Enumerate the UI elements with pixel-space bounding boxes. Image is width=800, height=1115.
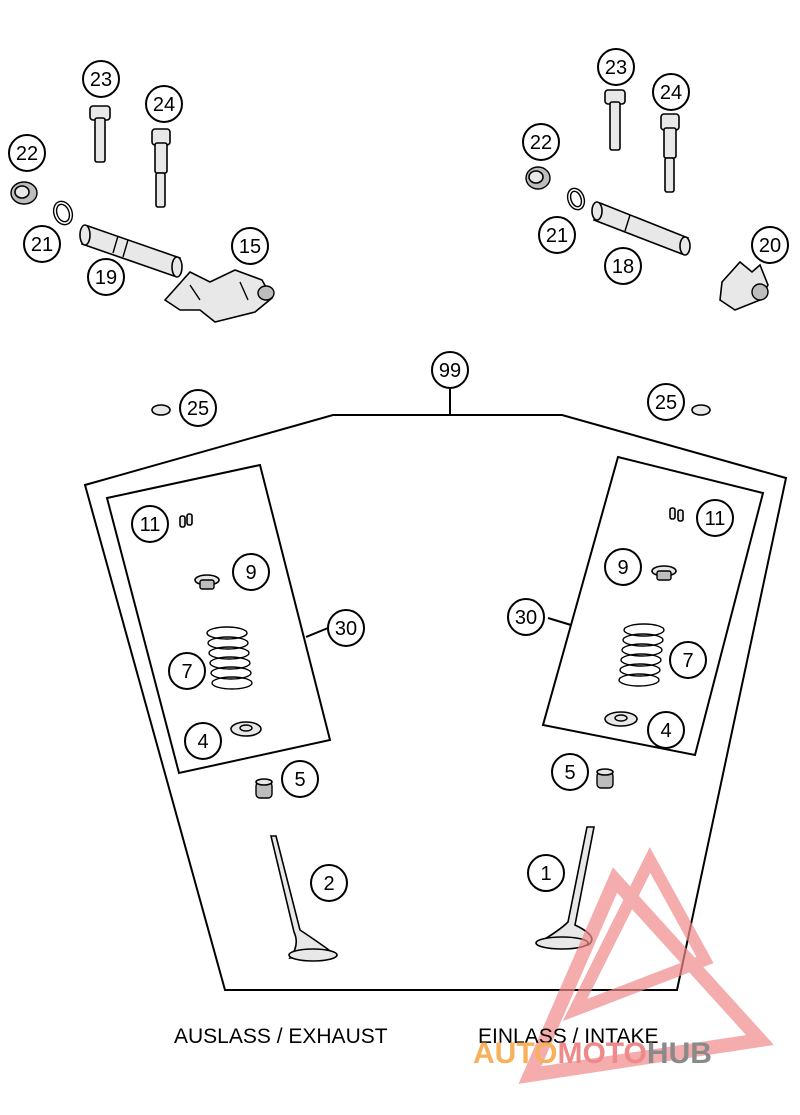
callout-c7b: 7 (669, 641, 707, 679)
kit-30-intake-box (541, 455, 765, 757)
callout-number: 2 (323, 873, 334, 895)
spring-retainer-9-intake (651, 565, 677, 581)
bolt-24-exhaust (151, 128, 171, 208)
bolt-23-exhaust (89, 105, 111, 163)
callout-number: 19 (95, 267, 117, 289)
callout-number: 24 (660, 82, 682, 104)
callout-c9b: 9 (604, 548, 642, 586)
callout-c15: 15 (231, 227, 269, 265)
callout-c21a: 21 (23, 225, 61, 263)
callout-number: 20 (759, 235, 781, 257)
valve-spring-7-intake (618, 623, 665, 687)
callout-c5b: 5 (551, 753, 589, 791)
watermark-text: AUTOMOTOHUB (473, 1037, 712, 1070)
callout-c19: 19 (87, 258, 125, 296)
rocker-shaft-19-exhaust (79, 224, 183, 278)
kit-99-outline (83, 385, 788, 991)
callout-number: 9 (245, 562, 256, 584)
callout-c25b: 25 (647, 383, 685, 421)
bolt-24-intake (660, 113, 680, 193)
rocker-arm-15-exhaust (163, 269, 275, 323)
watermark-logo (518, 847, 774, 1084)
callout-number: 99 (439, 360, 461, 382)
callout-c2: 2 (310, 864, 348, 902)
callout-number: 4 (197, 731, 208, 753)
caption-exhaust: AUSLASS / EXHAUST (174, 1025, 388, 1048)
watermark-part-hub: HUB (647, 1037, 712, 1070)
caption-intake: EINLASS / INTAKE (478, 1025, 659, 1048)
callout-c22a: 22 (8, 134, 46, 172)
rocker-shaft-18-intake (591, 201, 691, 256)
callout-c30a: 30 (327, 609, 365, 647)
kit-30-exhaust-box (105, 463, 332, 775)
spring-seat-4-exhaust (230, 721, 262, 737)
callout-number: 4 (660, 720, 671, 742)
callout-c9a: 9 (232, 553, 270, 591)
callout-number: 23 (605, 57, 627, 79)
callout-c11a: 11 (131, 505, 169, 543)
spring-seat-4-intake (604, 711, 638, 727)
o-ring-21-exhaust (52, 200, 74, 226)
callout-number: 22 (16, 143, 38, 165)
callout-c22b: 22 (522, 123, 560, 161)
valve-stem-seal-5-intake (596, 768, 614, 789)
callout-number: 21 (546, 225, 568, 247)
callout-number: 30 (515, 607, 537, 629)
exhaust-valve-2 (269, 835, 338, 962)
callout-number: 5 (294, 769, 305, 791)
shim-25-exhaust (151, 404, 171, 416)
shim-25-intake (691, 404, 711, 416)
callout-c7a: 7 (168, 652, 206, 690)
callout-number: 7 (682, 650, 693, 672)
callout-c30b: 30 (507, 598, 545, 636)
callout-number: 25 (655, 392, 677, 414)
callout-c99: 99 (431, 351, 469, 389)
rocker-arm-20-intake (719, 260, 769, 311)
valve-spring-7-exhaust (206, 626, 253, 690)
callout-c24b: 24 (652, 73, 690, 111)
callout-number: 5 (564, 762, 575, 784)
bolt-23-intake (604, 89, 626, 151)
valve-stem-seal-5-exhaust (255, 778, 273, 799)
callout-c24a: 24 (145, 85, 183, 123)
callout-c20: 20 (751, 226, 789, 264)
callout-number: 21 (31, 234, 53, 256)
callout-number: 24 (153, 94, 175, 116)
callout-number: 11 (140, 514, 161, 536)
spring-retainer-9-exhaust (194, 574, 220, 590)
valve-keepers-11-exhaust (179, 513, 193, 528)
callout-number: 30 (335, 618, 357, 640)
callout-c21b: 21 (538, 216, 576, 254)
cap-nut-22-exhaust (10, 181, 38, 205)
callout-number: 25 (187, 398, 209, 420)
callout-c1: 1 (527, 854, 565, 892)
callout-c5a: 5 (281, 760, 319, 798)
o-ring-21-intake (566, 187, 586, 211)
callout-number: 22 (530, 132, 552, 154)
callout-number: 18 (612, 256, 634, 278)
callout-c23a: 23 (82, 60, 120, 98)
callout-c18: 18 (604, 247, 642, 285)
watermark-part-auto: AUTO (473, 1037, 557, 1070)
callout-c4a: 4 (184, 722, 222, 760)
callout-number: 9 (617, 557, 628, 579)
callout-c11b: 11 (696, 499, 734, 537)
cap-nut-22-intake (525, 166, 551, 190)
callout-number: 23 (90, 69, 112, 91)
callout-c25a: 25 (179, 389, 217, 427)
watermark-part-moto: MOTO (557, 1037, 646, 1070)
callout-number: 7 (181, 661, 192, 683)
callout-c23b: 23 (597, 48, 635, 86)
callout-number: 11 (705, 508, 726, 530)
callout-number: 1 (540, 863, 551, 885)
valve-keepers-11-intake (669, 507, 684, 522)
callout-number: 15 (239, 236, 261, 258)
callout-c4b: 4 (647, 711, 685, 749)
